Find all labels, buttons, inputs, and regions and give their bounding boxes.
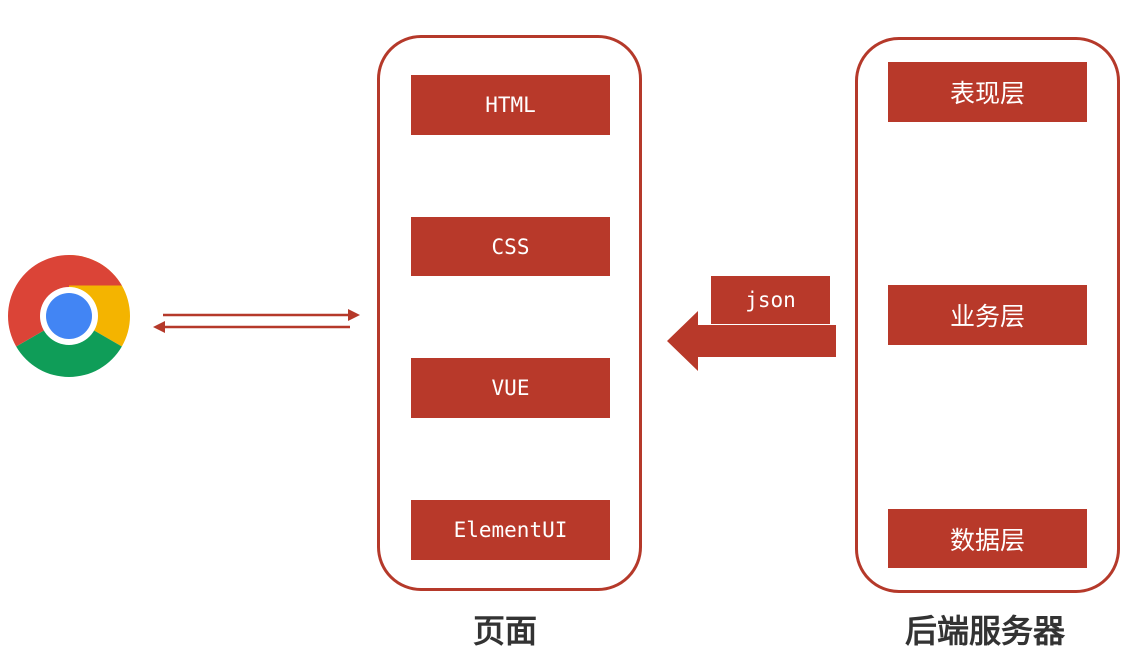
chrome-browser-icon — [7, 255, 131, 378]
json-label-box: json — [711, 276, 830, 324]
presentation-layer-box: 表现层 — [888, 62, 1087, 122]
data-layer-box: 数据层 — [888, 509, 1087, 568]
page-caption: 页面 — [473, 612, 538, 650]
server-caption: 后端服务器 — [905, 612, 1066, 650]
html-box: HTML — [411, 75, 610, 135]
css-box: CSS — [411, 217, 610, 276]
business-layer-box: 业务层 — [888, 285, 1087, 345]
json-transfer-arrow — [667, 311, 836, 371]
browser-page-arrows — [153, 309, 360, 333]
elementui-box: ElementUI — [411, 500, 610, 560]
vue-box: VUE — [411, 358, 610, 418]
